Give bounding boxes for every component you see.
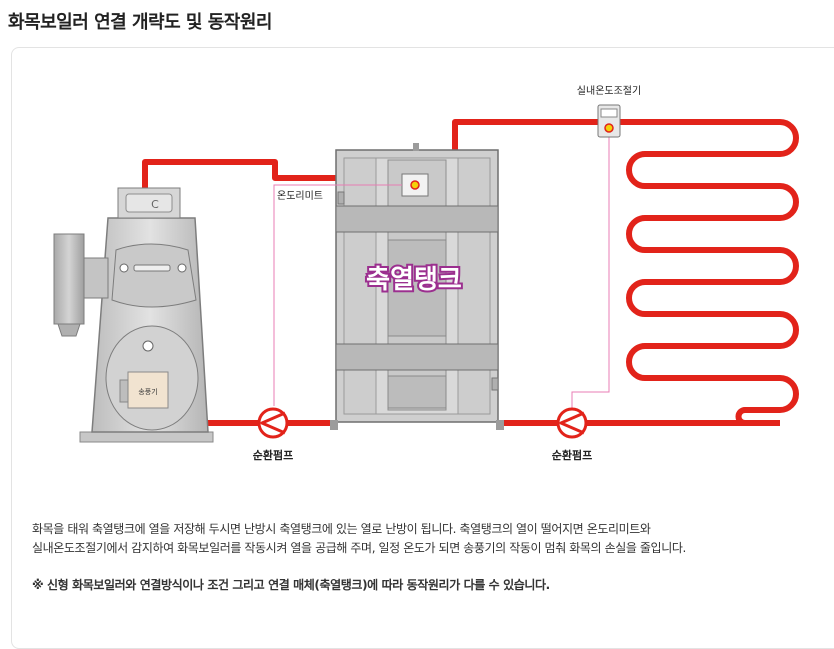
- thermostat-wire: [571, 130, 610, 408]
- note: ※ 신형 화목보일러와 연결방식이나 조건 그리고 연결 매체(축열탱크)에 따…: [32, 578, 550, 592]
- pump-left-label: 순환펌프: [253, 448, 293, 462]
- control-wires: [273, 130, 610, 408]
- circulation-pump-right: [556, 407, 588, 439]
- blower-fan: [127, 371, 169, 409]
- pump-arrow-icon: [260, 411, 286, 435]
- boiler-connection-diagram: C 송풍기: [53, 84, 799, 462]
- circulation-pump-left: [257, 407, 289, 439]
- floor-heating-coil: [626, 119, 799, 426]
- hot-water-pipes: [142, 119, 799, 426]
- tank-label: 축열탱크: [366, 265, 462, 295]
- heat-storage-tank: 축열탱크: [330, 143, 504, 430]
- description: 화목을 태워 축열탱크에 열을 저장해 두시면 난방시 축열탱크에 있는 열로 …: [32, 520, 812, 558]
- svg-text:C: C: [151, 198, 159, 211]
- boiler-supply-pipe: [142, 159, 336, 188]
- thermostat-label: 실내온도조절기: [577, 84, 641, 97]
- page-title: 화목보일러 연결 개략도 및 동작원리: [8, 12, 272, 33]
- description-line-1: 화목을 태워 축열탱크에 열을 저장해 두시면 난방시 축열탱크에 있는 열로 …: [32, 522, 651, 536]
- description-line-2: 실내온도조절기에서 감지하여 화목보일러를 작동시켜 열을 공급해 주며, 일정…: [32, 541, 686, 555]
- pump-right-label: 순환펌프: [552, 448, 592, 462]
- wood-boiler: C 송풍기: [53, 187, 214, 443]
- pump-arrow-icon: [559, 411, 585, 435]
- room-thermostat: 실내온도조절기: [577, 84, 641, 138]
- thermostat-dial-icon: [604, 123, 614, 133]
- tank-supply-pipe: [452, 119, 780, 150]
- sensor-indicator-icon: [410, 180, 420, 190]
- blower-fan-label: 송풍기: [138, 387, 157, 396]
- temp-limit-wire: [273, 184, 402, 406]
- temp-limit-label: 온도리미트: [277, 190, 323, 202]
